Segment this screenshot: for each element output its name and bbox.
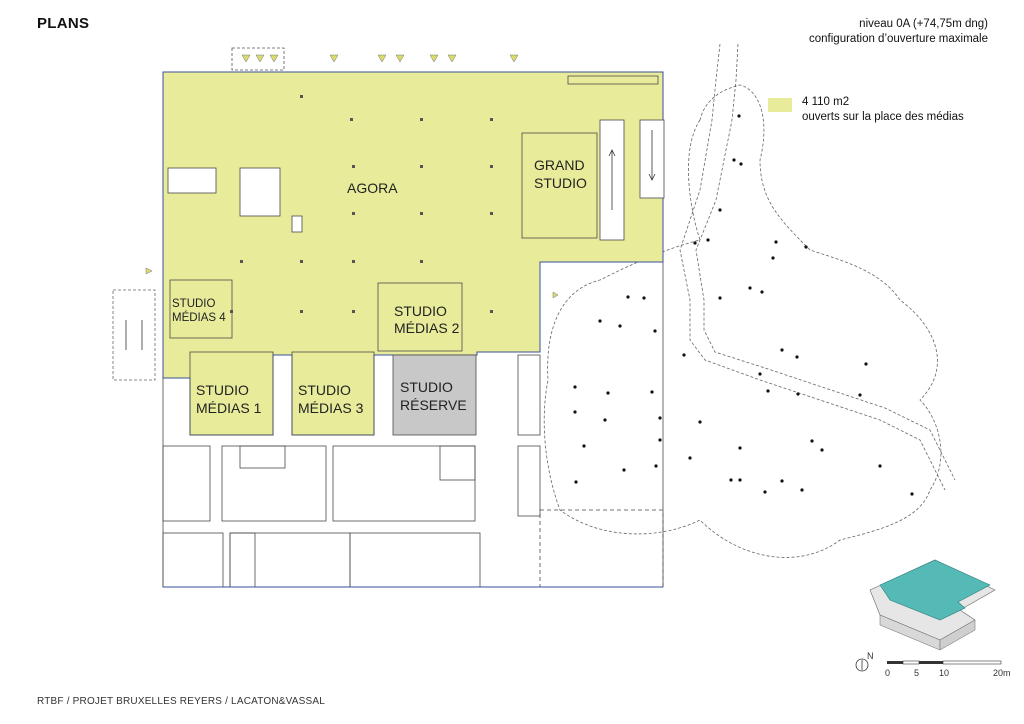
canopy-outline bbox=[543, 84, 942, 558]
label-grand-studio-2: STUDIO bbox=[534, 175, 587, 191]
legend-area: 4 110 m2 bbox=[802, 96, 850, 108]
room-outlines bbox=[169, 132, 598, 436]
axonometric-view bbox=[869, 559, 996, 651]
scale-tick-10: 10 bbox=[939, 668, 949, 678]
path-outline-right bbox=[695, 43, 956, 481]
label-grand-studio-1: GRAND bbox=[534, 157, 585, 173]
scale-tick-0: 0 bbox=[885, 668, 890, 678]
label-studio-medias-2-1: STUDIO bbox=[394, 303, 447, 319]
level-configuration: configuration d’ouverture maximale bbox=[809, 33, 988, 45]
north-label: N bbox=[867, 651, 874, 661]
label-studio-medias-1-1: STUDIO bbox=[196, 382, 249, 398]
label-studio-medias-3-2: MÉDIAS 3 bbox=[298, 400, 364, 416]
studio-medias-2-room bbox=[377, 282, 463, 352]
footer-credit: RTBF / PROJET BRUXELLES REYERS / LACATON… bbox=[37, 696, 326, 707]
scatter-marks bbox=[230, 95, 493, 313]
label-studio-reserve-2: RÉSERVE bbox=[400, 397, 467, 413]
label-studio-medias-1-2: MÉDIAS 1 bbox=[196, 400, 262, 416]
studio-medias-4-room bbox=[169, 279, 233, 339]
grand-studio-room bbox=[521, 132, 598, 239]
studio-medias-1-room bbox=[189, 351, 274, 436]
north-arrow: N bbox=[855, 651, 874, 672]
level-info: niveau 0A (+74,75m dng) configuration d’… bbox=[809, 17, 988, 47]
landscape bbox=[543, 43, 956, 558]
entrance-markers bbox=[145, 54, 559, 299]
lifts-arrows bbox=[608, 130, 656, 210]
scale-tick-20m: 20m bbox=[993, 668, 1011, 678]
page-title: PLANS bbox=[37, 15, 90, 32]
studio-reserve-room bbox=[392, 354, 477, 436]
label-studio-medias-2-2: MÉDIAS 2 bbox=[394, 320, 460, 336]
legend-swatch bbox=[768, 98, 792, 112]
label-studio-reserve-1: STUDIO bbox=[400, 379, 453, 395]
exterior-arrows bbox=[125, 320, 143, 350]
scale-tick-5: 5 bbox=[914, 668, 919, 678]
label-studio-medias-3-1: STUDIO bbox=[298, 382, 351, 398]
legend-description: ouverts sur la place des médias bbox=[802, 111, 964, 123]
tree-trunks bbox=[573, 114, 914, 496]
exterior-stair bbox=[112, 289, 156, 381]
level-elevation: niveau 0A (+74,75m dng) bbox=[859, 18, 988, 30]
scale-bar: 0 5 10 20m bbox=[885, 660, 1011, 678]
label-studio-medias-4-1: STUDIO bbox=[172, 298, 216, 310]
label-studio-medias-4-2: MÉDIAS 4 bbox=[172, 311, 226, 324]
studio-medias-3-room bbox=[291, 351, 375, 436]
label-agora: AGORA bbox=[347, 180, 398, 196]
path-outline-left bbox=[679, 43, 946, 491]
